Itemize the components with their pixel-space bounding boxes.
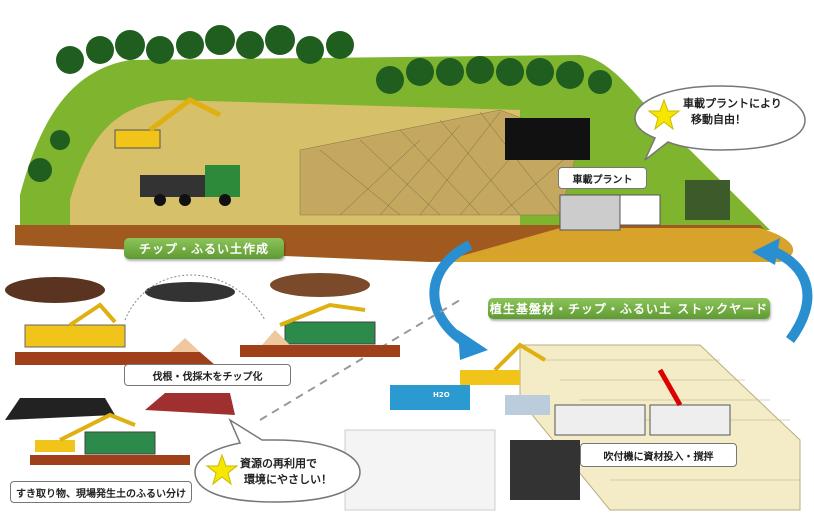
excavator-1 xyxy=(114,129,161,149)
dashed-connector xyxy=(259,299,461,421)
curved-arrow-right xyxy=(768,245,813,343)
curved-arrow-left xyxy=(429,240,473,350)
bubble-mobile xyxy=(634,85,806,161)
star-icon xyxy=(205,453,239,486)
bubble-line: 移動自由！ xyxy=(691,113,746,126)
bubble-line: 車載プラントにより xyxy=(683,97,782,110)
vehicle-plant-label: 車載プラント xyxy=(558,167,647,189)
screening-label: すき取り物、現場発生土のふるい分け xyxy=(10,481,192,503)
chipping-label: 伐根・伐採木をチップ化 xyxy=(124,364,291,386)
bubble-line: 資源の再利用で xyxy=(240,457,317,470)
net-grid xyxy=(319,111,576,216)
screening-scene xyxy=(5,393,235,465)
chipping-scene-right xyxy=(240,273,400,357)
chip-soil-creation-heading: チップ・ふるい土作成 xyxy=(124,238,284,259)
stockyard-heading: 植生基盤材・チップ・ふるい土 ストックヤード xyxy=(488,298,770,319)
military-truck xyxy=(685,180,730,220)
bubble-mobile-text: 車載プラントにより 移動自由！ xyxy=(683,96,782,128)
plant-truck xyxy=(559,194,621,231)
bubble-line: 環境にやさしい！ xyxy=(244,473,332,486)
stockyard-scene xyxy=(344,342,801,511)
loading-label: 吹付機に資材投入・撹拌 xyxy=(580,443,737,467)
forest xyxy=(28,25,612,182)
chipping-scene-left xyxy=(5,277,215,365)
bubble-eco-text: 資源の再利用で 環境にやさしい！ xyxy=(240,456,332,488)
chip-pile xyxy=(145,282,235,302)
star-icon xyxy=(647,98,681,131)
water-truck-label: H2O xyxy=(433,391,450,399)
road xyxy=(440,228,794,262)
bubble-eco xyxy=(194,418,361,503)
tunnel-opening xyxy=(505,118,590,160)
